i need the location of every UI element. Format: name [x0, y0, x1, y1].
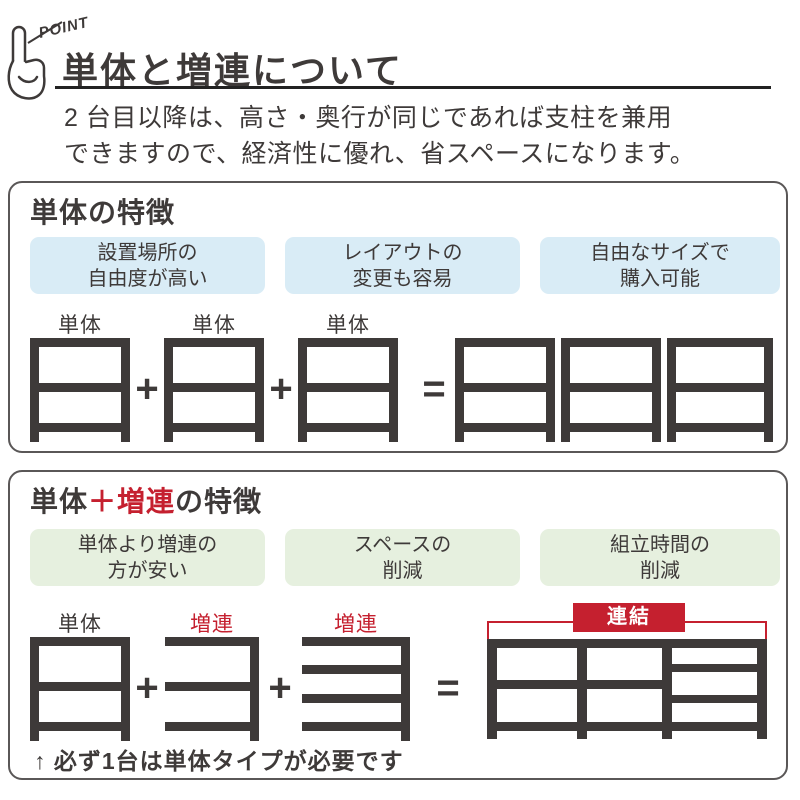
- shelf-unit-standalone: [561, 338, 661, 442]
- shelf-unit-standalone: [30, 637, 130, 741]
- unit-label-zouren: 増連: [334, 613, 378, 636]
- feature-chip: 単体より増連の 方が安い: [30, 529, 265, 586]
- feature-chip: 自由なサイズで 購入可能: [540, 237, 780, 294]
- panel2-title-red: ＋増連: [88, 486, 176, 517]
- equals-sign: =: [422, 367, 446, 411]
- chip-line: 削減: [640, 560, 680, 582]
- point-slash-line: [27, 21, 63, 44]
- intro-line-1: 2 台目以降は、高さ・奥行が同じであれば支柱を兼用: [64, 104, 673, 132]
- shelf-unit-standalone: [667, 338, 773, 442]
- feature-chip: レイアウトの 変更も容易: [285, 237, 520, 294]
- shelf-unit-standalone: [164, 338, 264, 442]
- shelf-unit-standalone: [298, 338, 398, 442]
- feature-chip: スペースの 削減: [285, 529, 520, 586]
- chip-line: 削減: [382, 560, 423, 582]
- chip-line: 変更も容易: [352, 268, 453, 290]
- equals-sign: =: [436, 666, 460, 710]
- panel-tantai-zouren-features: 単体＋増連の特徴 単体より増連の 方が安い スペースの 削減 組立時間の 削減 …: [8, 470, 788, 780]
- panel2-title-suffix: の特徴: [175, 486, 263, 517]
- requirement-note: ↑ 必ず1台は単体タイプが必要です: [34, 748, 404, 774]
- shelf-unit-addon: [165, 637, 259, 741]
- point-hand-icon: POINT: [7, 14, 91, 100]
- intro-text: 2 台目以降は、高さ・奥行が同じであれば支柱を兼用 できますので、経済性に優れ、…: [64, 100, 695, 172]
- panel1-title: 単体の特徴: [30, 197, 176, 228]
- renketsu-badge: 連結: [573, 603, 685, 632]
- plus-sign: +: [135, 367, 159, 411]
- unit-label-tantai: 単体: [326, 314, 370, 337]
- chip-line: 自由度が高い: [87, 268, 208, 290]
- panel2-title: 単体＋増連の特徴: [30, 480, 262, 520]
- thumb-line: [17, 75, 39, 84]
- chip-line: 組立時間の: [610, 534, 710, 556]
- feature-chip: 組立時間の 削減: [540, 529, 780, 586]
- chip-line: 単体より増連の: [77, 534, 218, 556]
- plus-sign: +: [269, 367, 293, 411]
- chip-line: レイアウトの: [342, 242, 463, 264]
- panel2-title-prefix: 単体: [30, 486, 89, 517]
- fist-shape: [7, 58, 46, 100]
- chip-line: 方が安い: [107, 560, 188, 582]
- shelf-unit-addon: [302, 637, 410, 741]
- unit-label-zouren: 増連: [190, 613, 234, 636]
- shelf-unit-standalone: [30, 338, 130, 442]
- plus-sign: +: [268, 666, 292, 710]
- page-title: 単体と増連について: [62, 50, 403, 91]
- shelf-unit-connected: [487, 621, 767, 739]
- title-underline: [55, 86, 771, 89]
- chip-line: 購入可能: [620, 268, 700, 290]
- plus-sign: +: [135, 666, 159, 710]
- unit-label-tantai: 単体: [58, 314, 102, 337]
- chip-line: 設置場所の: [97, 242, 198, 264]
- point-label: POINT: [37, 14, 91, 42]
- unit-label-tantai: 単体: [58, 613, 102, 636]
- chip-line: スペースの: [353, 534, 452, 556]
- feature-chip: 設置場所の 自由度が高い: [30, 237, 265, 294]
- chip-line: 自由なサイズで: [590, 242, 730, 264]
- intro-line-2: できますので、経済性に優れ、省スペースになります。: [64, 140, 696, 168]
- unit-label-tantai: 単体: [192, 314, 236, 337]
- shelf-unit-standalone: [455, 338, 555, 442]
- panel-tantai-features: 単体の特徴 設置場所の 自由度が高い レイアウトの 変更も容易 自由なサイズで …: [8, 181, 788, 453]
